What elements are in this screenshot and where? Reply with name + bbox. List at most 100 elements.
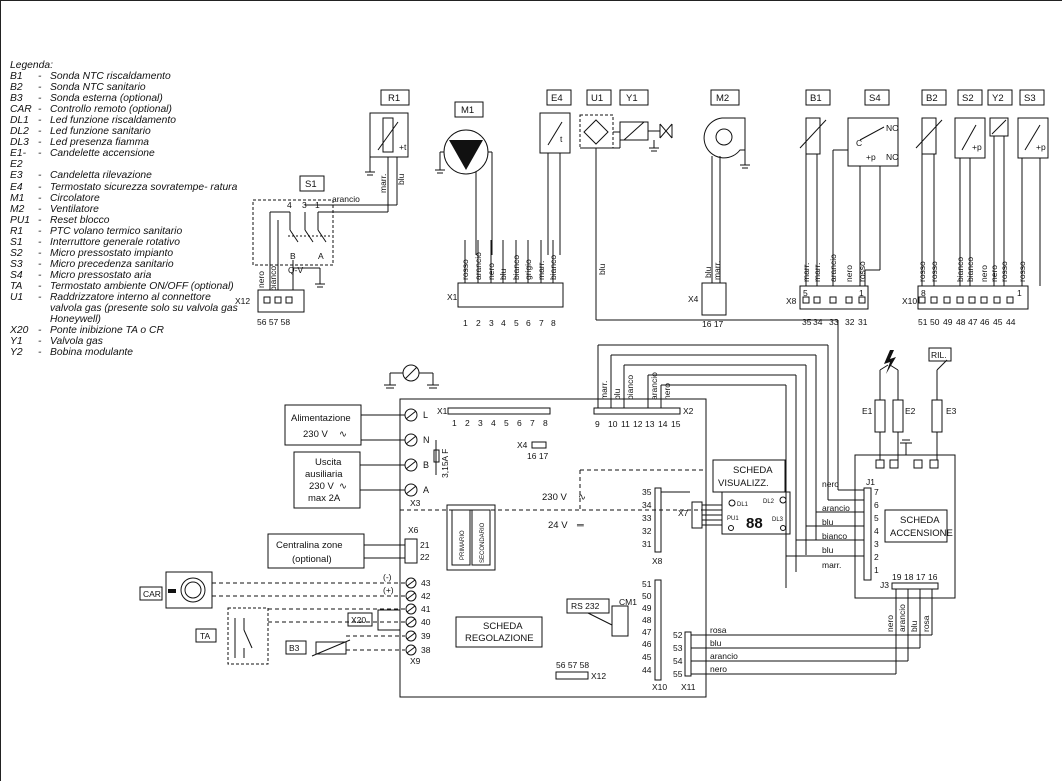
legend-code: B1 — [10, 71, 23, 83]
svg-text:∿: ∿ — [339, 481, 347, 492]
legend-desc: Raddrizzatore interno al connettore valv… — [50, 291, 238, 326]
x12b-label: X12 — [591, 671, 606, 681]
x11-label: X11 — [681, 682, 696, 692]
j3-pin-label: 18 — [904, 572, 914, 582]
rs232-label: RS 232 — [571, 601, 600, 611]
x2-pin-label: 11 — [621, 419, 630, 429]
component-m1: M1 — [435, 101, 493, 255]
legend-code: E1-E2 — [10, 148, 27, 171]
component-u1: U1 — [579, 89, 620, 170]
centralina-zone-box: Centralina zone (optional) X6 21 22 — [267, 525, 430, 569]
s1-pin-4: 4 — [287, 200, 292, 210]
legend-item: S1-Interruttore generale rotativo — [10, 237, 242, 248]
legend-desc: Micro precedenza sanitario — [50, 258, 174, 270]
u1-wire-blu: blu — [597, 263, 607, 275]
legend-dash: - — [38, 258, 42, 270]
x1b-pin-label: 4 — [491, 418, 496, 428]
x10-pin-label: 51 — [918, 317, 928, 327]
j1-pin-label: 5 — [874, 513, 879, 523]
u1-label: U1 — [591, 93, 603, 104]
s4-label: S4 — [869, 93, 881, 104]
r1-wire-2: blu — [396, 173, 406, 185]
j1-wire-label: bianco — [822, 531, 847, 541]
j1-label: J1 — [866, 477, 875, 487]
legend-item: R1-PTC volano termico sanitario — [10, 226, 242, 237]
v230-label: 230 V — [542, 492, 567, 503]
x8b-pin-label: 32 — [642, 526, 652, 536]
x6-pin-22: 22 — [420, 552, 430, 562]
x1b-label: X1 — [437, 406, 448, 416]
legend-dash: - — [38, 247, 42, 259]
accensione-1: SCHEDA — [900, 515, 940, 526]
component-b3: B3 — [285, 635, 405, 657]
j3-wire-label: nero — [885, 615, 895, 632]
x9-terminal — [405, 577, 417, 589]
accensione-2: ACCENSIONE — [890, 528, 953, 539]
j1-wire-label: blu — [822, 517, 834, 527]
x11-pin-label: 52 — [673, 630, 683, 640]
x8b-pin-label: 34 — [642, 500, 652, 510]
legend-desc: Micro pressostato aria — [50, 269, 152, 281]
s1-pin-a: A — [318, 251, 324, 261]
x2-wire-label: bianco — [625, 375, 635, 400]
s1-pin-b: B — [290, 251, 296, 261]
ril-label: RIL. — [931, 350, 947, 360]
x2-pin-label: 14 — [658, 419, 668, 429]
m1-label: M1 — [461, 105, 474, 116]
x4b-label: X4 — [517, 440, 528, 450]
legend-desc: Ponte inibizione TA o CR — [50, 325, 164, 337]
svg-text:+p: +p — [866, 152, 876, 162]
x1b-pin-label: 1 — [452, 418, 457, 428]
pu1-label: PU1 — [727, 516, 739, 522]
legend-code: S1 — [10, 236, 23, 248]
legend-dash: - — [38, 269, 42, 281]
x8-wire-label: rosso — [857, 261, 867, 282]
x1-pin-label: 4 — [501, 318, 506, 328]
legend-dash: - — [38, 82, 42, 94]
component-y1: Y1 — [580, 89, 673, 152]
legend-item: E3-Candeletta rilevazione — [10, 170, 242, 181]
x10b-pin-label: 50 — [642, 591, 652, 601]
alimentazione-box: Alimentazione 230 V ∿ — [284, 404, 405, 446]
component-r1: R1 +t marr. blu — [365, 89, 410, 200]
legend-desc: Candeletta rilevazione — [50, 170, 152, 182]
x8-mark-5: 5 — [803, 288, 808, 298]
legend-code: S2 — [10, 247, 23, 259]
legend-code: Y1 — [10, 336, 23, 348]
x10b-pin-label: 51 — [642, 579, 652, 589]
x8b-label: X8 — [652, 556, 663, 566]
x8b-pin-label: 33 — [642, 513, 652, 523]
main-ground — [384, 364, 439, 389]
x1b-pin-label: 2 — [465, 418, 470, 428]
x9-pin-label: 41 — [421, 604, 431, 614]
x10-pin-label: 49 — [943, 317, 953, 327]
legend-desc: Led funzione riscaldamento — [50, 115, 176, 127]
x10-mark-8: 8 — [921, 288, 926, 298]
x20-label: X20 — [351, 615, 366, 625]
x2-wire-label: arancio — [649, 372, 659, 400]
x10-label: X10 — [902, 296, 917, 306]
x2-wire-label: nero — [662, 383, 672, 400]
b2-label: B2 — [926, 93, 938, 104]
legend-code: B2 — [10, 82, 23, 94]
j3-wire-label: blu — [909, 620, 919, 632]
scheda-regolazione-1: SCHEDA — [483, 621, 523, 632]
legend-desc: Reset blocco — [50, 214, 110, 226]
e1-label: E1 — [862, 406, 873, 416]
uscita-ausiliaria-box: Uscita ausiliaria 230 V ∿ max 2A — [293, 451, 405, 509]
x7-label: X7 — [678, 508, 689, 518]
component-y2: Y2 — [987, 89, 1013, 137]
car-plus: (+) — [383, 585, 394, 595]
